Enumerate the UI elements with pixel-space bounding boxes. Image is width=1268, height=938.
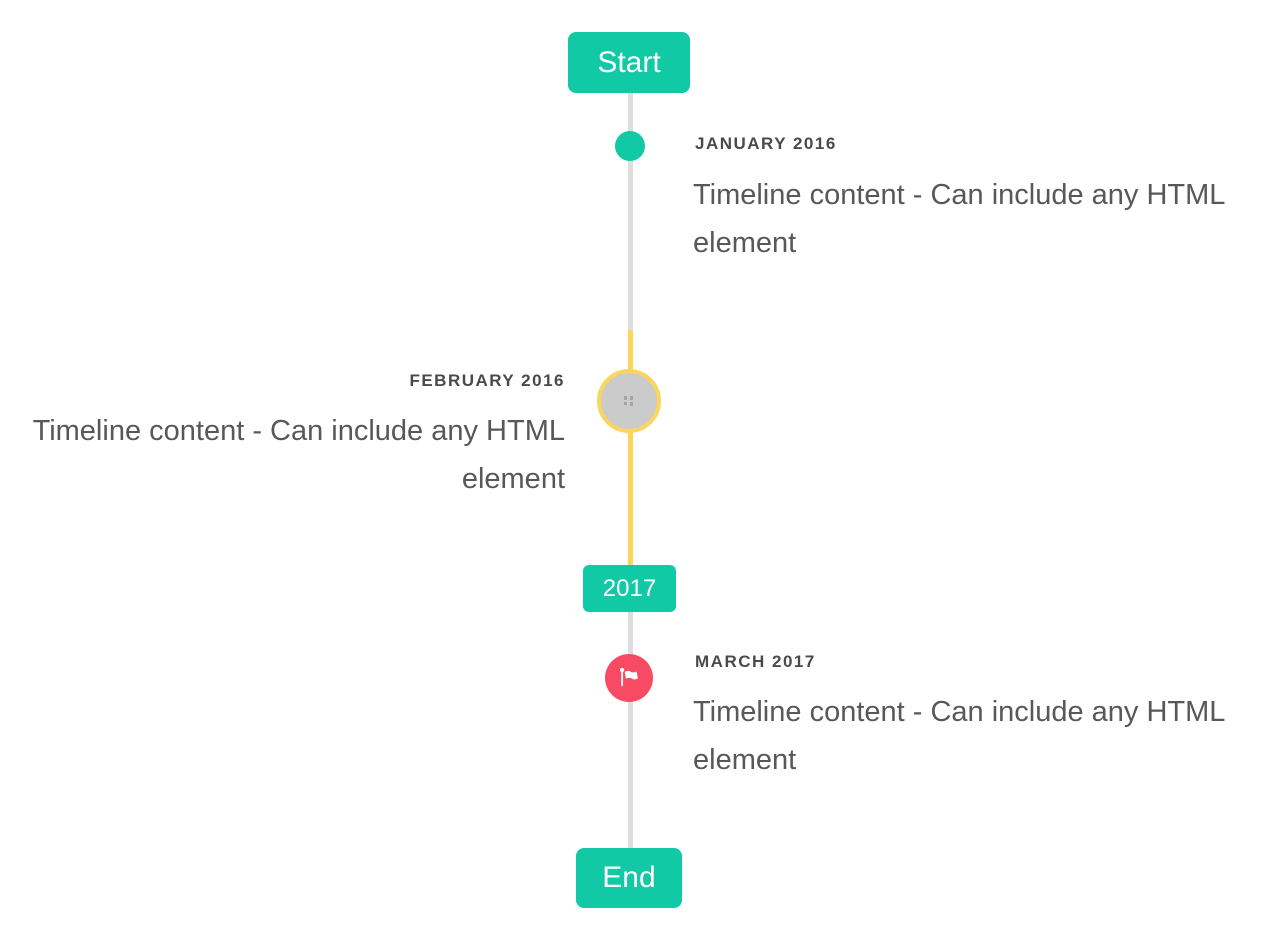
flag-circle-marker [605,654,653,702]
end-flag-label: End [602,861,656,894]
timeline-end-flag: End [576,848,682,908]
item-title-january-2016: JANUARY 2016 [695,134,837,153]
flag-icon [616,665,642,691]
image-circle-marker [597,369,661,433]
timeline-line-segment-top [628,93,633,330]
broken-image-icon [622,394,637,408]
item-title-february-2016: FEBRUARY 2016 [409,371,565,390]
timeline-start-flag: Start [568,32,690,93]
item-content-january-2016: Timeline content - Can include any HTML … [693,179,1225,259]
item-content-march-2017: Timeline content - Can include any HTML … [693,696,1225,776]
item-title-march-2017: MARCH 2017 [695,652,816,671]
timeline-line-segment-yellow [628,330,633,566]
timeline-line-segment-bottom [628,612,633,848]
start-flag-label: Start [597,45,661,79]
teal-dot-marker [615,131,645,161]
year-flag-label: 2017 [602,574,657,602]
timeline-year-flag: 2017 [583,565,676,612]
item-content-february-2016: Timeline content - Can include any HTML … [32,415,565,495]
